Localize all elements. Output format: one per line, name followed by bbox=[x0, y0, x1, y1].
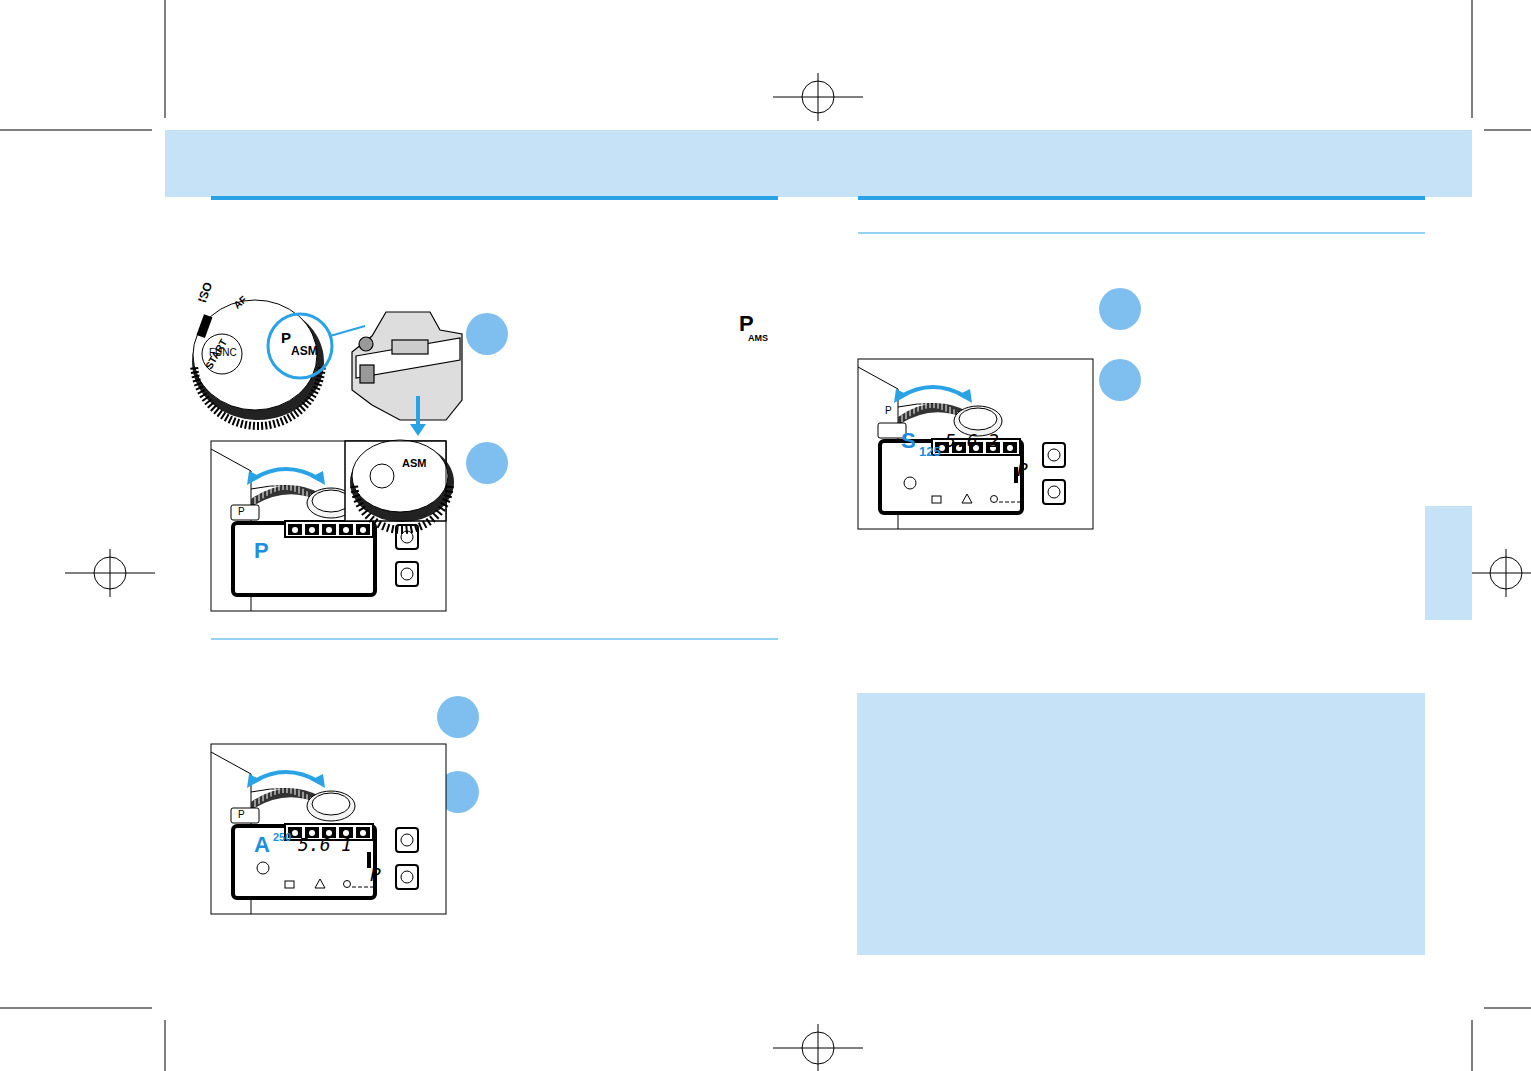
printed-mark: AMS bbox=[748, 334, 768, 343]
printed-mark: 250 bbox=[273, 832, 291, 843]
camera-top-view bbox=[211, 441, 446, 611]
side-tab bbox=[1425, 506, 1472, 620]
pointer-arrow bbox=[416, 396, 420, 428]
step-circle bbox=[466, 313, 508, 355]
camera-top-view bbox=[211, 744, 446, 914]
section-rule bbox=[858, 233, 1425, 234]
section-rule bbox=[211, 639, 778, 640]
printed-mark: P bbox=[238, 507, 245, 517]
printed-mark: ASM bbox=[291, 345, 318, 357]
printed-mark: P bbox=[238, 810, 245, 820]
header-band bbox=[165, 130, 1472, 197]
lcd-readout: P bbox=[370, 866, 381, 884]
printed-mark: A bbox=[254, 834, 270, 856]
note-box bbox=[857, 693, 1425, 955]
lcd-readout: 5.6 bbox=[298, 836, 331, 854]
pointer-arrowhead bbox=[410, 424, 426, 436]
step-circle bbox=[1099, 359, 1141, 401]
camera-top-view bbox=[858, 359, 1093, 529]
printed-mark: ASM bbox=[402, 458, 426, 469]
step-circle bbox=[437, 696, 479, 738]
heading-rule bbox=[211, 196, 778, 200]
printed-mark: P bbox=[254, 540, 269, 562]
mode-dial bbox=[190, 300, 365, 430]
camera-body bbox=[352, 312, 462, 420]
printed-mark: S bbox=[901, 430, 916, 452]
printed-mark: P bbox=[739, 313, 754, 335]
lcd-readout: 5.6 bbox=[945, 432, 978, 450]
step-circle bbox=[1099, 288, 1141, 330]
lcd-readout: P bbox=[1017, 461, 1028, 479]
heading-rule bbox=[858, 196, 1425, 200]
lcd-readout: 1 bbox=[341, 836, 352, 854]
printed-mark: P bbox=[281, 330, 291, 345]
step-circle bbox=[466, 442, 508, 484]
lcd-readout: 2 bbox=[988, 432, 999, 450]
printed-mark: P bbox=[885, 406, 892, 416]
printed-mark: 125 bbox=[919, 445, 941, 458]
dial-inset bbox=[345, 440, 454, 534]
